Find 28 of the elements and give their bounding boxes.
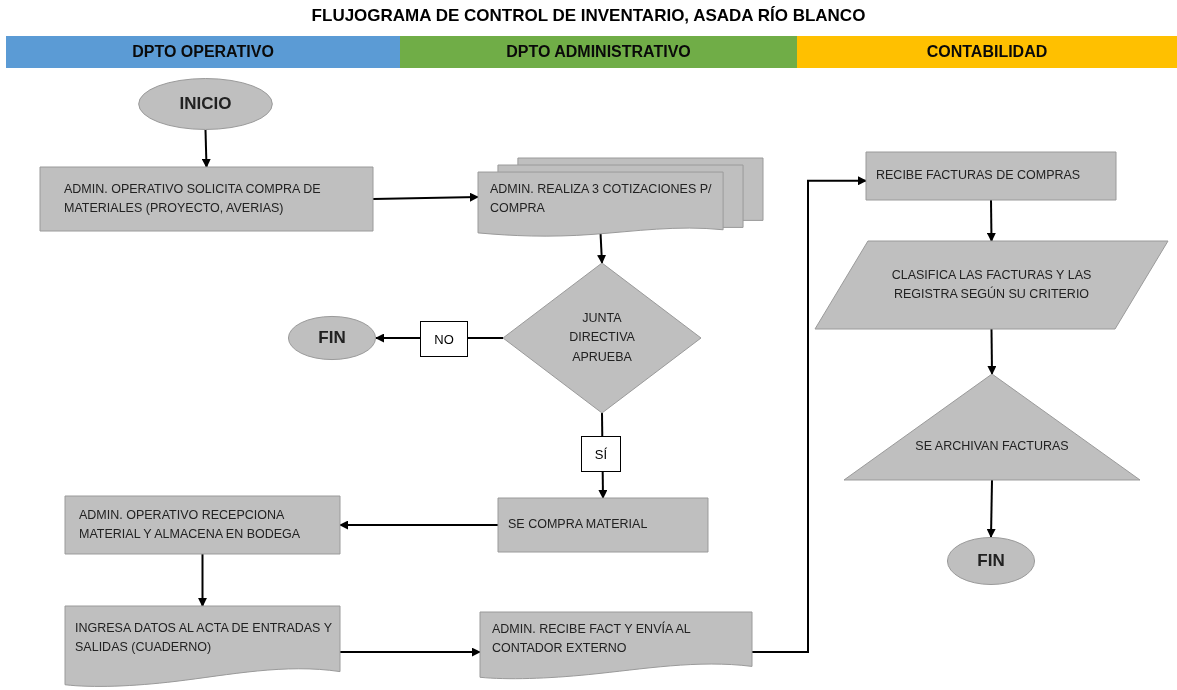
arrow	[987, 328, 997, 375]
swimlane-header: DPTO ADMINISTRATIVO	[400, 36, 797, 68]
arrow	[986, 479, 996, 538]
terminal-ellipse: FIN	[947, 537, 1035, 585]
arrow	[198, 553, 207, 607]
arrow	[597, 232, 607, 264]
arrow	[201, 129, 211, 168]
process-box: RECIBE FACTURAS DE COMPRAS	[866, 152, 1116, 200]
process-box: ADMIN. OPERATIVO RECEPCIONA MATERIAL Y ALMACENA EN BODEGA	[65, 496, 340, 554]
edge-label: NO	[420, 321, 468, 357]
terminal-ellipse: FIN	[288, 316, 376, 360]
document-shape: ADMIN. RECIBE FACT Y ENVÍA AL CONTADOR EXTERNO	[480, 612, 752, 680]
swimlane-header: DPTO OPERATIVO	[6, 36, 400, 68]
arrow	[751, 176, 867, 654]
arrow	[339, 647, 481, 657]
document-shape: INGRESA DATOS AL ACTA DE ENTRADAS Y SALIDAS (CUADERNO)	[65, 606, 340, 688]
edge-label: SÍ	[581, 436, 621, 472]
decision-diamond: JUNTA DIRECTIVA APRUEBA	[503, 263, 701, 413]
data-parallelogram: CLASIFICA LAS FACTURAS Y LAS REGISTRA SEGÚN SU CRITERIO	[815, 241, 1168, 329]
diagram-title: FLUJOGRAMA DE CONTROL DE INVENTARIO, ASADA RÍO BLANCO	[310, 6, 867, 26]
process-box: SE COMPRA MATERIAL	[498, 498, 708, 552]
arrow	[339, 520, 499, 530]
arrow	[372, 192, 479, 202]
swimlane-header: CONTABILIDAD	[797, 36, 1177, 68]
terminal-ellipse: INICIO	[138, 78, 273, 130]
process-box: ADMIN. OPERATIVO SOLICITA COMPRA DE MATERIALES (PROYECTO, AVERIAS)	[40, 167, 373, 231]
arrow	[986, 199, 996, 242]
triangle-shape: SE ARCHIVAN FACTURAS	[844, 374, 1140, 480]
